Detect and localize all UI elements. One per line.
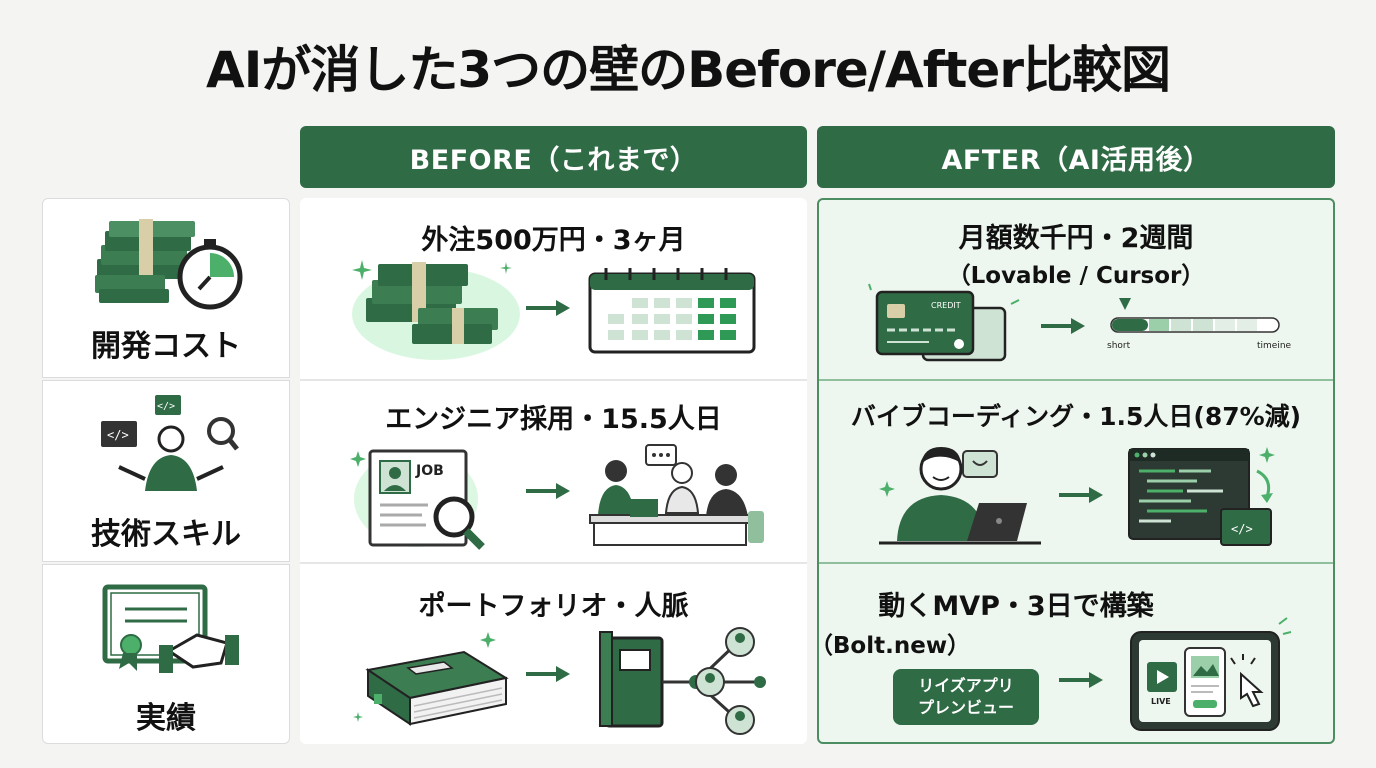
portfolio-book-icon [353, 632, 509, 726]
before-cost-cell: 外注500万円・3ヶ月 [300, 198, 807, 378]
row-divider [819, 379, 1333, 381]
money-stack-icon [352, 260, 520, 360]
after-record-text: 動くMVP・3日で構築 [878, 591, 1154, 622]
preview-button-line-2: プレンビュー [917, 698, 1014, 717]
row-divider [819, 562, 1333, 564]
row-label-text: 実績 [136, 701, 196, 736]
row-label-text: 技術スキル [91, 517, 241, 552]
code-editor-icon: </> [1128, 447, 1275, 546]
job-text: JOB [415, 463, 444, 479]
row-divider [300, 379, 807, 381]
live-text: LIVE [1151, 697, 1171, 706]
after-record-subtext: （Bolt.new） [809, 633, 971, 659]
meeting-icon [589, 444, 764, 546]
after-cost-text: 月額数千円・2週間 [958, 223, 1194, 254]
after-skill-text: バイブコーディング・1.5人日(87%減) [850, 402, 1302, 431]
row-label-cost: 開発コスト [42, 198, 290, 378]
arrow-icon [1059, 487, 1103, 503]
before-record-text: ポートフォリオ・人脈 [418, 591, 689, 622]
after-cost-subtext: （Lovable / Cursor） [947, 263, 1205, 289]
short-label: short [1107, 341, 1131, 351]
calendar-icon [588, 268, 756, 354]
timeline-icon: short timeine [1107, 298, 1292, 351]
network-binder-icon [599, 627, 766, 735]
credit-card-icon: CREDIT [868, 283, 1020, 362]
arrow-icon [526, 666, 570, 682]
row-label-skill: </> </> 技術スキル [42, 380, 290, 562]
arrow-icon [526, 300, 570, 316]
after-skill-cell: バイブコーディング・1.5人日(87%減) </> [819, 381, 1333, 561]
svg-text:</>: </> [157, 401, 175, 412]
after-column-header: AFTER（AI活用後） [817, 126, 1335, 188]
person-laptop-icon [879, 447, 1041, 545]
row-divider [300, 562, 807, 564]
job-posting-icon: JOB [350, 449, 485, 550]
svg-text:</>: </> [1231, 522, 1253, 536]
before-cost-text: 外注500万円・3ヶ月 [421, 225, 686, 256]
arrow-icon [1059, 672, 1103, 688]
tablet-live-icon: LIVE [1130, 617, 1292, 731]
arrow-icon [1041, 318, 1085, 334]
before-skill-text: エンジニア採用・15.5人日 [385, 404, 722, 435]
certificate-handshake-icon [102, 584, 239, 673]
before-skill-cell: エンジニア採用・15.5人日 JOB [300, 381, 807, 561]
preview-app-button[interactable]: リイズアプリ プレンビュー [893, 669, 1039, 725]
row-label-track-record: 実績 [42, 564, 290, 744]
after-record-cell: 動くMVP・3日で構築 （Bolt.new） LIVE [810, 564, 1333, 742]
row-label-text: 開発コスト [91, 329, 241, 364]
money-stopwatch-icon [95, 219, 243, 310]
svg-text:</>: </> [107, 428, 129, 442]
before-record-cell: ポートフォリオ・人脈 [300, 564, 807, 744]
preview-button-line-1: リイズアプリ [918, 676, 1014, 695]
arrow-icon [526, 483, 570, 499]
before-column-header: BEFORE（これまで） [300, 126, 807, 188]
credit-text: CREDIT [931, 301, 961, 310]
timeline-label: timeine [1257, 341, 1292, 351]
page-title: AIが消した3つの壁のBefore/After比較図 [206, 41, 1171, 99]
developer-skills-icon: </> </> [101, 395, 239, 491]
after-cost-cell: 月額数千円・2週間 （Lovable / Cursor） CREDIT shor… [819, 200, 1333, 378]
